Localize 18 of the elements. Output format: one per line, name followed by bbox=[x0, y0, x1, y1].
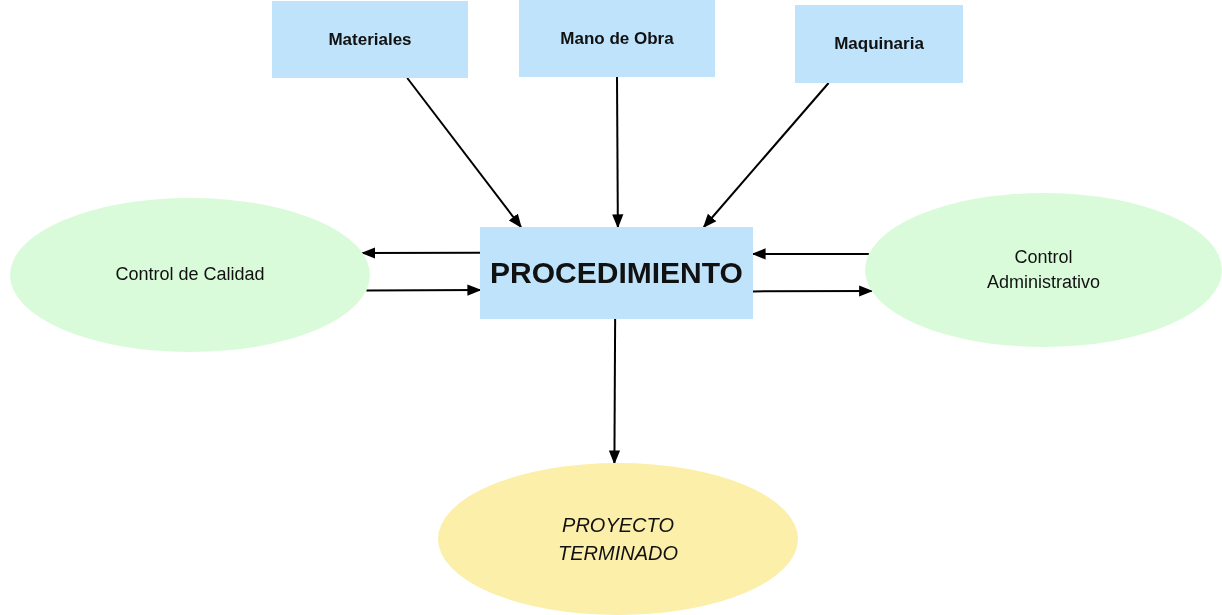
arrow bbox=[361, 247, 481, 259]
arrow bbox=[406, 77, 522, 229]
arrow bbox=[752, 285, 874, 297]
arrow bbox=[608, 318, 621, 465]
input-box bbox=[272, 1, 468, 78]
input-box bbox=[519, 0, 715, 77]
node-label: Control de Calidad bbox=[115, 263, 265, 287]
node-label: Maquinaria bbox=[834, 33, 924, 56]
node-label: Control Administrativo bbox=[985, 245, 1101, 294]
node-label: PROYECTO TERMINADO bbox=[557, 513, 679, 566]
arrow bbox=[702, 82, 830, 229]
node-label: PROCEDIMIENTO bbox=[490, 255, 743, 291]
process-box bbox=[480, 227, 753, 319]
node-label: Materiales bbox=[328, 28, 412, 51]
input-box bbox=[795, 5, 963, 83]
arrow bbox=[612, 76, 624, 229]
node-label: Mano de Obra bbox=[560, 27, 674, 50]
arrow bbox=[365, 284, 482, 296]
